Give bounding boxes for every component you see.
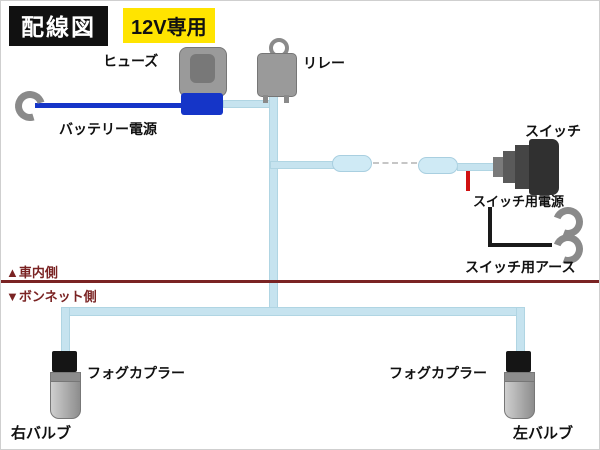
zone-divider-line <box>1 280 599 283</box>
switch-mid <box>515 145 529 189</box>
right-bulb-label: 右バルブ <box>11 425 72 442</box>
fog-coupler-left <box>52 351 77 372</box>
switch-ground-label: スイッチ用アース <box>465 259 576 275</box>
fog-coupler-right <box>506 351 531 372</box>
fog-coupler-right-label: フォグカプラー <box>389 365 487 381</box>
switch-stem <box>493 157 503 177</box>
left-bulb-label: 左バルブ <box>513 425 574 442</box>
page-title: 配線図 <box>9 6 108 46</box>
bulb-right <box>504 381 535 419</box>
switch-power-wire <box>466 171 470 191</box>
connector-dashed-line <box>373 162 417 164</box>
switch-power-label: スイッチ用電源 <box>473 194 565 209</box>
switch-knob <box>529 139 559 195</box>
connector-plug-right <box>418 157 458 174</box>
switch-ground-wire-horizontal <box>488 243 552 247</box>
harness-lower-wire <box>61 307 525 316</box>
zone-label-bonnet: ▼ボンネット側 <box>6 289 97 304</box>
relay-pin <box>284 95 289 103</box>
fuse-element <box>190 54 215 83</box>
fuse-holder-base <box>181 93 223 115</box>
fog-coupler-left-label: フォグカプラー <box>87 365 185 381</box>
switch-collar <box>503 151 515 183</box>
relay-pin <box>263 95 268 103</box>
connector-plug-left <box>332 155 372 172</box>
fuse-label: ヒューズ <box>103 53 159 69</box>
voltage-badge: 12V専用 <box>123 8 215 43</box>
zone-label-interior: ▲車内側 <box>6 265 58 280</box>
relay-label: リレー <box>303 55 345 71</box>
harness-switch-branch-wire <box>270 161 336 169</box>
battery-wire <box>35 103 185 108</box>
battery-power-label: バッテリー電源 <box>59 121 157 137</box>
wrench-icon <box>9 85 51 127</box>
switch-label: スイッチ <box>525 123 581 139</box>
bulb-left <box>50 381 81 419</box>
switch-ground-wire-vertical <box>488 207 492 247</box>
relay-body <box>257 53 297 97</box>
